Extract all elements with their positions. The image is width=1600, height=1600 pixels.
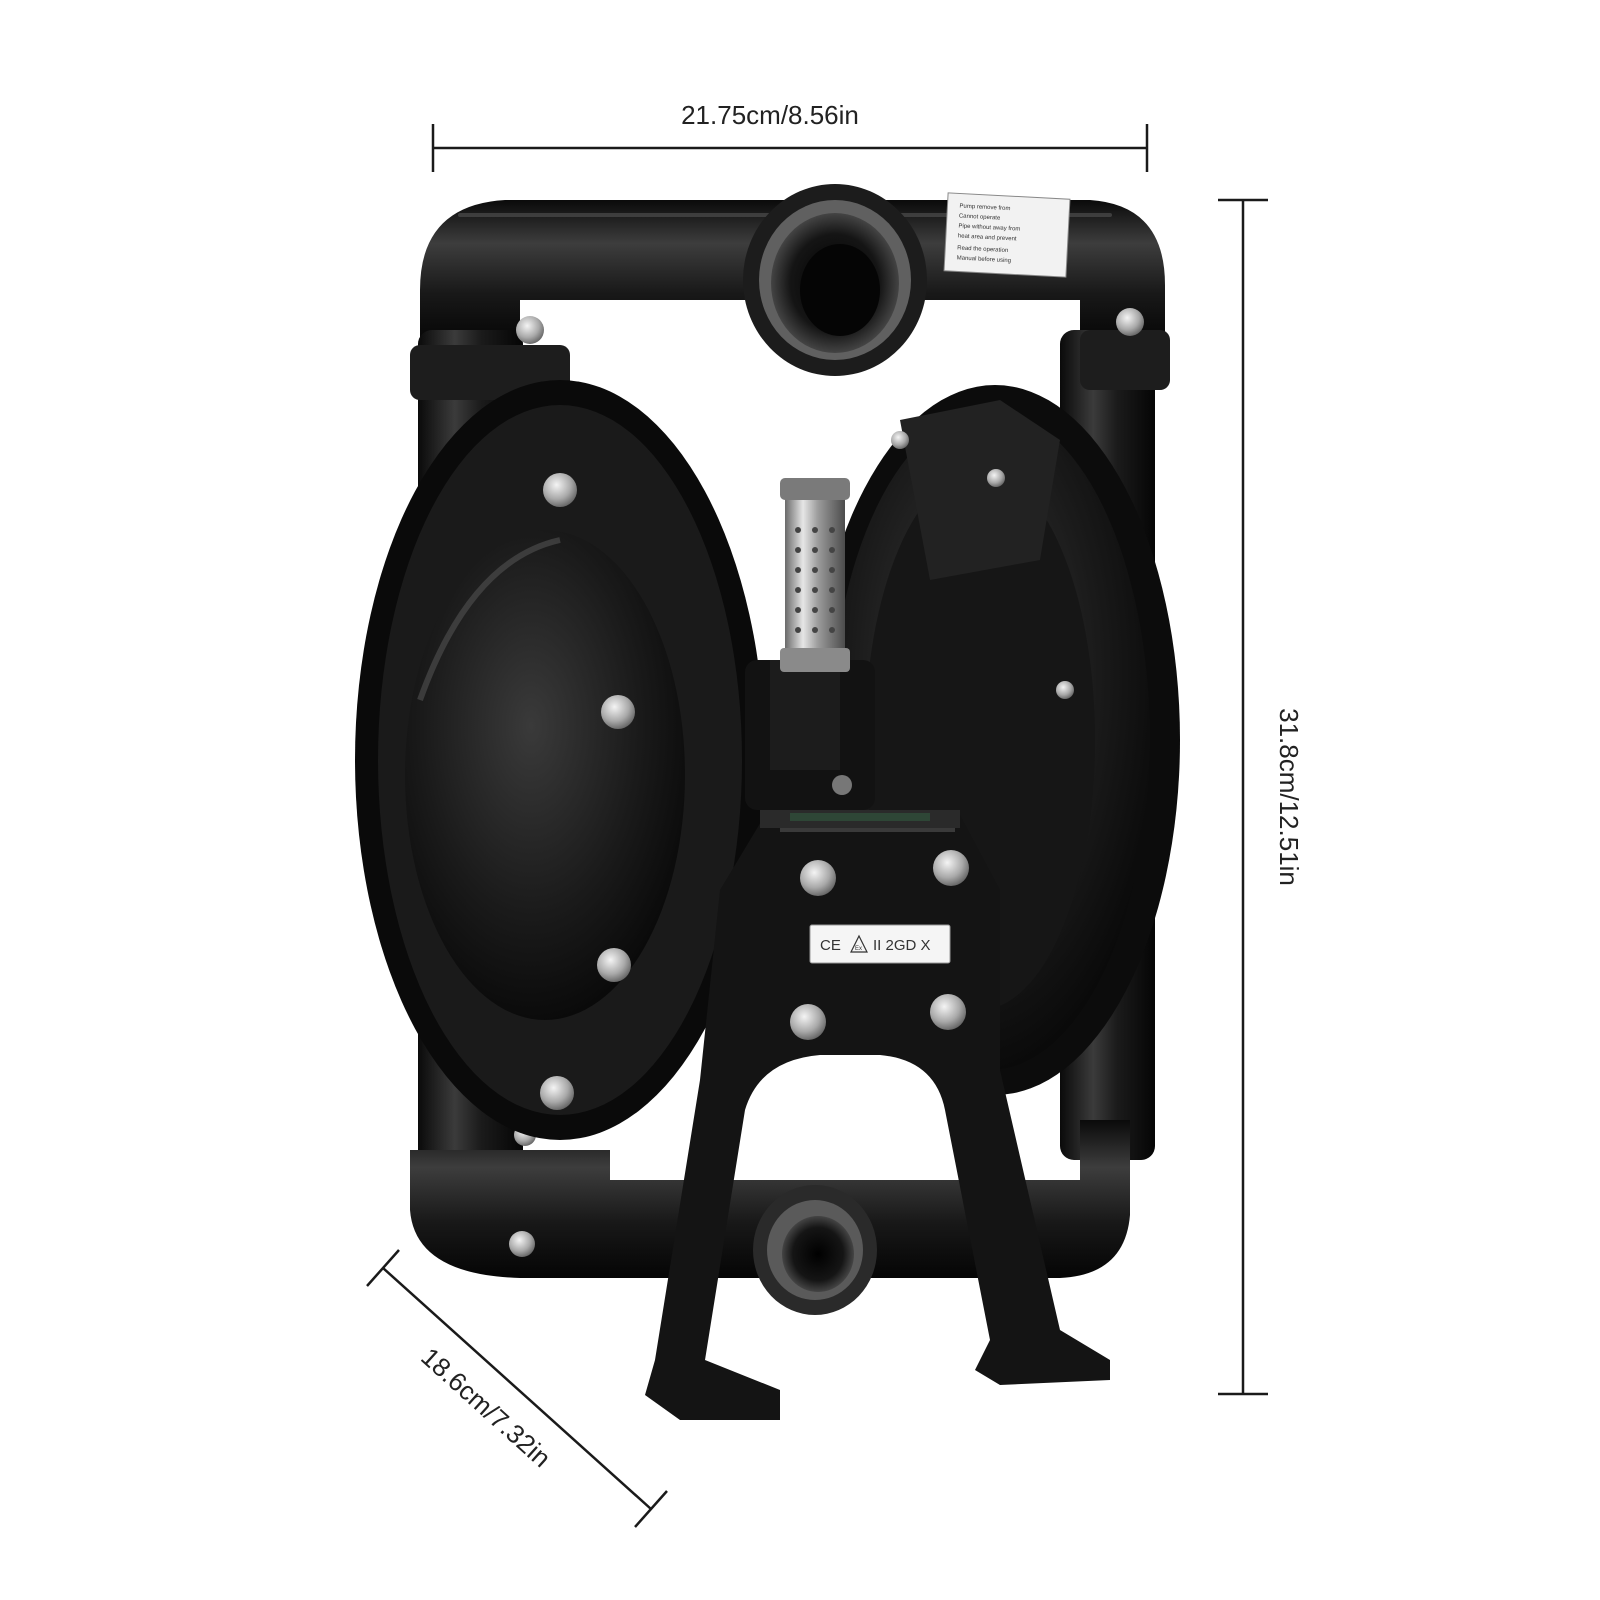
height-dimension: 31.8cm/12.51in	[1218, 198, 1304, 1396]
mounting-stand: CE Ex II 2GD X	[645, 810, 1110, 1420]
nameplate: CE Ex II 2GD X	[809, 924, 951, 964]
bolt-icon	[790, 1004, 826, 1040]
ex-mark-text: Ex	[855, 946, 862, 952]
depth-dimension: 18.6cm/7.32in	[366, 1249, 668, 1528]
diaphragm-pump: Pump remove from Cannot operate Pipe wit…	[355, 184, 1180, 1420]
nameplate-marking: II 2GD X	[873, 937, 931, 954]
left-diaphragm-chamber	[355, 380, 765, 1140]
bolt-icon	[987, 469, 1005, 487]
bolt-icon	[597, 948, 631, 982]
bolt-icon	[1116, 308, 1144, 336]
ce-mark: CE	[820, 937, 841, 954]
bolt-icon	[509, 1231, 535, 1257]
bolt-icon	[800, 860, 836, 896]
bolt-icon	[891, 431, 909, 449]
bolt-icon	[930, 994, 966, 1030]
warning-line: Cannot operate	[959, 213, 1001, 221]
bottom-manifold	[410, 1120, 1130, 1278]
warning-line: Manual before using	[957, 255, 1012, 264]
top-outlet-port	[743, 184, 927, 376]
warning-line: Read the operation	[957, 245, 1008, 254]
width-label: 21.75cm/8.56in	[681, 100, 859, 130]
ex-mark-icon: Ex	[850, 934, 868, 953]
bottom-inlet-port	[753, 1185, 877, 1315]
warning-label: Pump remove from Cannot operate Pipe wit…	[943, 192, 1071, 278]
muffler	[780, 478, 850, 672]
warning-line: Pump remove from	[959, 203, 1010, 212]
warning-line: heat area and prevent	[958, 233, 1017, 242]
bolt-icon	[540, 1076, 574, 1110]
bolt-icon	[1056, 681, 1074, 699]
width-dimension: 21.75cm/8.56in	[431, 100, 1149, 172]
bolt-icon	[516, 316, 544, 344]
bolt-icon	[933, 850, 969, 886]
bolt-icon	[543, 473, 577, 507]
warning-line: Pipe without away from	[958, 223, 1020, 232]
bolt-icon	[601, 695, 635, 729]
height-label: 31.8cm/12.51in	[1274, 708, 1304, 886]
